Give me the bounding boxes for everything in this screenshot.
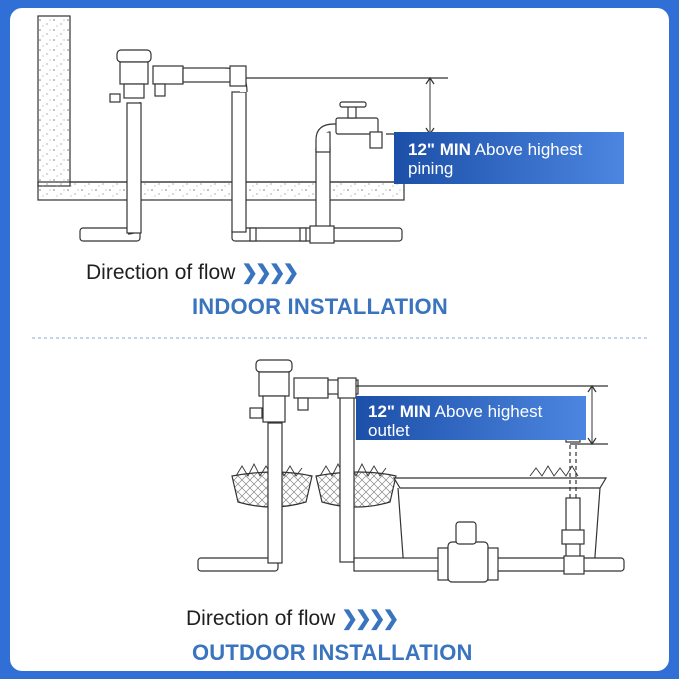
faucet xyxy=(309,101,383,153)
indoor-title: INDOOR INSTALLATION xyxy=(192,294,448,319)
chevron-right-icon: ❯❯❯❯ xyxy=(341,608,399,630)
indoor-callout-box xyxy=(394,132,624,184)
indoor-supply-pipe xyxy=(79,91,403,244)
outdoor-callout-box xyxy=(356,396,586,440)
outdoor-diagram xyxy=(197,359,625,583)
indoor-flow-label: Direction of flow ❯❯❯❯ xyxy=(86,260,299,285)
outdoor-callout-strong: 12" MIN xyxy=(368,402,431,421)
installation-diagram xyxy=(32,15,650,583)
outdoor-title: OUTDOOR INSTALLATION xyxy=(192,640,473,665)
wall xyxy=(37,15,71,187)
floor-slab xyxy=(37,181,405,201)
diagram-card: 12" MIN Above highest pining Direction o… xyxy=(10,8,669,671)
indoor-diagram xyxy=(37,15,448,244)
outdoor-flow-label: Direction of flow ❯❯❯❯ xyxy=(186,606,399,631)
indoor-callout: 12" MIN Above highest pining xyxy=(398,134,624,184)
outdoor-flow-text: Direction of flow xyxy=(186,607,336,630)
indoor-callout-strong: 12" MIN xyxy=(408,140,471,159)
solenoid-valve xyxy=(437,521,499,583)
indoor-backflow-preventer xyxy=(109,49,254,103)
shrub xyxy=(315,471,397,508)
outdoor-callout: 12" MIN Above highest outlet xyxy=(358,398,584,446)
chevron-right-icon: ❯❯❯❯ xyxy=(241,262,299,284)
indoor-callout-text: Above highest pining xyxy=(408,140,583,178)
outdoor-backflow-preventer xyxy=(249,359,359,423)
indoor-flow-text: Direction of flow xyxy=(86,261,236,284)
outdoor-callout-text: Above highest outlet xyxy=(368,402,543,440)
valve-box-lid xyxy=(392,477,608,489)
